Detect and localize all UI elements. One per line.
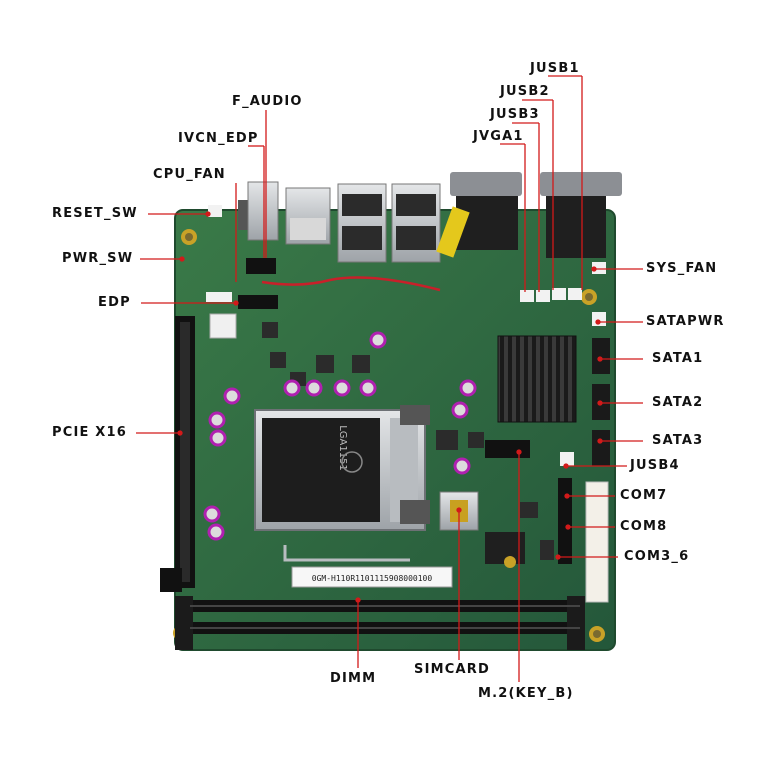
- label-edp: EDP: [98, 295, 131, 310]
- label-m2-key-b: M.2(KEY_B): [478, 686, 574, 701]
- chipset-heatsink: [497, 335, 577, 423]
- red-cable: [261, 276, 441, 292]
- label-com8: COM8: [620, 519, 668, 534]
- label-pcie-x16: PCIE X16: [52, 425, 128, 440]
- label-sata2: SATA2: [652, 395, 704, 410]
- label-jusb1: JUSB1: [530, 61, 580, 76]
- capacitors: [203, 331, 477, 541]
- pcie-slot: [160, 316, 195, 592]
- cpu-socket: LGA1151: [254, 405, 430, 562]
- label-satapwr: SATAPWR: [646, 314, 725, 329]
- label-sys-fan: SYS_FAN: [646, 261, 718, 276]
- label-pwr-sw: PWR_SW: [62, 251, 134, 266]
- label-sata3: SATA3: [652, 433, 704, 448]
- m2-slot: [485, 532, 525, 568]
- label-jusb4: JUSB4: [630, 458, 680, 473]
- label-ivcn-edp: IVCN_EDP: [178, 131, 259, 146]
- rear-io: [238, 172, 622, 263]
- label-sata1: SATA1: [652, 351, 704, 366]
- label-jusb3: JUSB3: [490, 107, 540, 122]
- label-f-audio: F_AUDIO: [232, 94, 303, 109]
- leader-lines: [136, 75, 643, 682]
- serial-text: 0GM-H110R1101115908000100: [312, 574, 433, 583]
- label-com3-6: COM3_6: [624, 549, 690, 564]
- pin-headers: [206, 205, 610, 603]
- serial-sticker: 0GM-H110R1101115908000100: [291, 566, 453, 588]
- components: [262, 322, 572, 564]
- label-cpu-fan: CPU_FAN: [153, 167, 226, 182]
- socket-text: LGA1151: [337, 425, 348, 471]
- label-simcard: SIMCARD: [414, 662, 490, 677]
- label-reset-sw: RESET_SW: [52, 206, 138, 221]
- label-com7: COM7: [620, 488, 668, 503]
- label-dimm: DIMM: [330, 671, 377, 686]
- dimm-slots: [175, 596, 585, 650]
- label-jvga1: JVGA1: [473, 129, 524, 144]
- label-jusb2: JUSB2: [500, 84, 550, 99]
